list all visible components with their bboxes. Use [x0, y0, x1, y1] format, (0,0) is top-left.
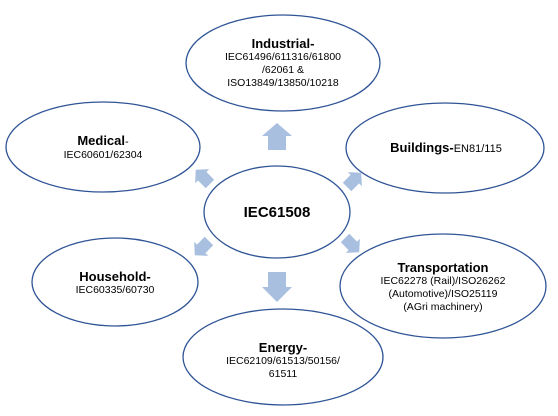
household-node: Household- IEC60335/60730: [40, 266, 190, 300]
energy-node: Energy- IEC62109/61513/50156/ 61511: [198, 337, 368, 383]
industrial-title: Industrial-: [251, 36, 315, 51]
medical-heading: Medical-: [77, 133, 128, 149]
center-ellipse: [203, 165, 351, 259]
transportation-node: Transportation IEC62278 (Rail)/ISO26262 …: [348, 254, 538, 320]
energy-title: Energy-: [258, 339, 308, 355]
energy-line-1: IEC62109/61513/50156/: [226, 354, 340, 367]
medical-line-1: IEC60601/62304: [63, 148, 143, 161]
arrow-down-icon: [262, 272, 292, 302]
energy-ellipse: [182, 308, 384, 406]
transportation-line-1: IEC62278 (Rail)/ISO26262: [380, 275, 506, 287]
arrow-up-icon: [262, 123, 292, 150]
center-title: IEC61508: [243, 203, 311, 221]
medical-ellipse: [5, 101, 201, 193]
arrow-left-down-icon: [194, 236, 214, 256]
household-title: Household-: [79, 269, 151, 284]
household-line-1: IEC60335/60730: [75, 284, 155, 296]
arrow-right-up-icon: [342, 172, 362, 192]
center-node: IEC61508: [207, 194, 347, 230]
medical-title: Medical: [77, 132, 125, 148]
medical-suffix: -: [125, 135, 129, 148]
buildings-title: Buildings-: [390, 140, 454, 155]
arrow-right-down-icon: [340, 233, 360, 253]
buildings-ellipse: [345, 102, 545, 194]
transportation-line-2: (Automotive)/ISO25119: [388, 288, 498, 300]
buildings-suffix: EN81/115: [453, 143, 502, 155]
industrial-ellipse: [185, 14, 381, 112]
buildings-heading: Buildings-EN81/115: [390, 140, 502, 156]
industrial-line-1: IEC61496/611316/61800: [225, 51, 341, 63]
household-ellipse: [31, 237, 199, 327]
buildings-node: Buildings-EN81/115: [355, 138, 537, 158]
transportation-title: Transportation: [397, 260, 489, 275]
energy-line-2: 61511: [268, 367, 298, 380]
industrial-line-2: /62061 &: [261, 64, 305, 76]
arrow-left-up-icon: [195, 169, 215, 189]
industrial-node: Industrial- IEC61496/611316/61800 /62061…: [193, 29, 373, 97]
medical-node: Medical- IEC60601/62304: [18, 124, 188, 170]
transportation-line-3: (AGri machinery): [403, 301, 483, 313]
transportation-ellipse: [339, 233, 547, 339]
industrial-line-3: ISO13849/13850/10218: [227, 77, 339, 89]
